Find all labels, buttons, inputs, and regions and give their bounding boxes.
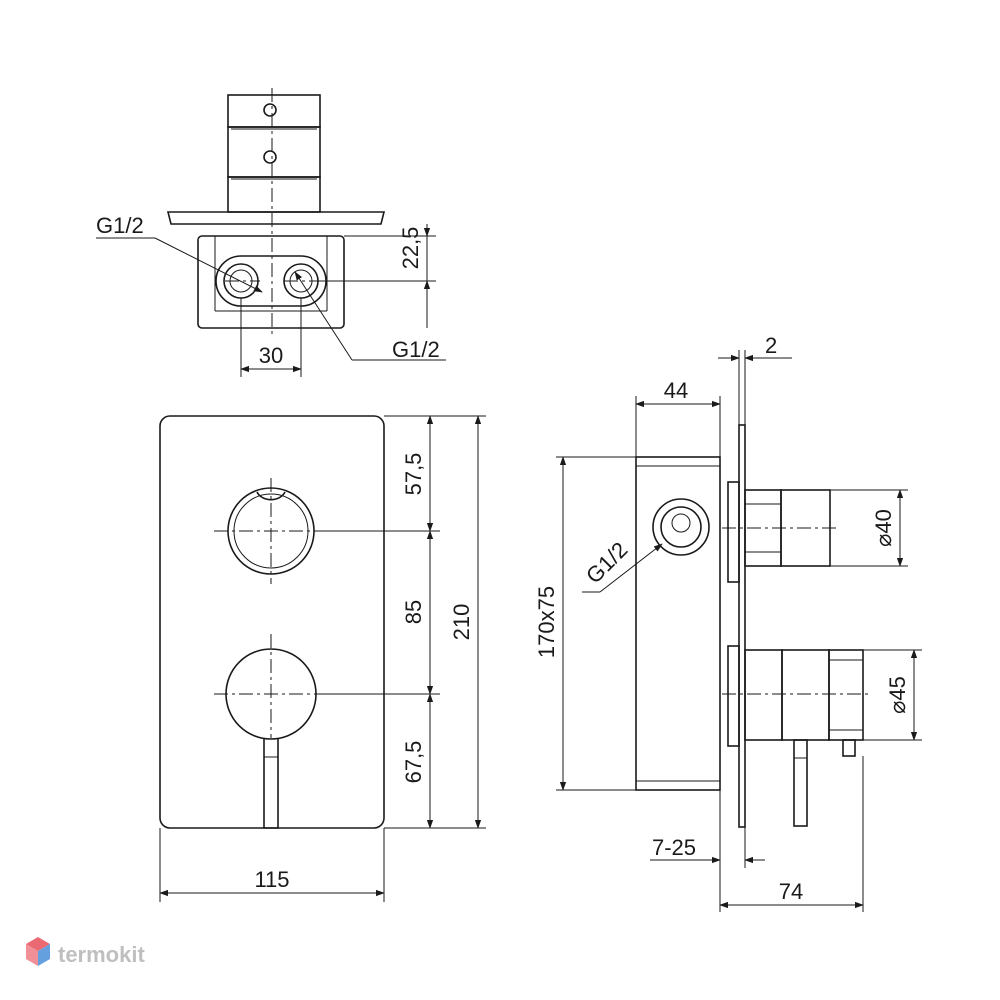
dimension-labels: G1/2 G1/2 22,5 30 57,5 85 210 67,5 115 4… <box>96 213 910 904</box>
dim-115: 115 <box>254 867 289 892</box>
front-view <box>159 415 385 829</box>
dim-22-5: 22,5 <box>398 227 423 270</box>
top-view-dimensions <box>96 224 446 377</box>
watermark-text: termokit <box>58 942 145 967</box>
dim-67-5: 67,5 <box>401 741 426 784</box>
termokit-watermark: termokit <box>26 937 145 967</box>
dim-210: 210 <box>449 604 474 641</box>
thread-label-side: G1/2 <box>581 537 632 588</box>
thread-label-top-right: G1/2 <box>392 337 440 362</box>
dim-2: 2 <box>765 333 777 358</box>
dim-7-25: 7-25 <box>652 835 696 860</box>
dim-44: 44 <box>664 378 688 403</box>
dim-diameter-40: ⌀40 <box>871 509 896 547</box>
dim-diameter-45: ⌀45 <box>885 676 910 714</box>
front-view-dimensions <box>159 415 486 902</box>
side-view-dimensions <box>556 350 922 912</box>
thread-label-top-left: G1/2 <box>96 213 144 238</box>
dim-85: 85 <box>401 600 426 624</box>
dim-57-5: 57,5 <box>401 453 426 496</box>
dim-30: 30 <box>259 343 283 368</box>
side-view <box>635 424 870 828</box>
dim-74: 74 <box>779 879 803 904</box>
top-view <box>166 88 386 335</box>
termokit-logo-icon <box>26 937 50 966</box>
dim-170x75: 170x75 <box>534 586 559 658</box>
